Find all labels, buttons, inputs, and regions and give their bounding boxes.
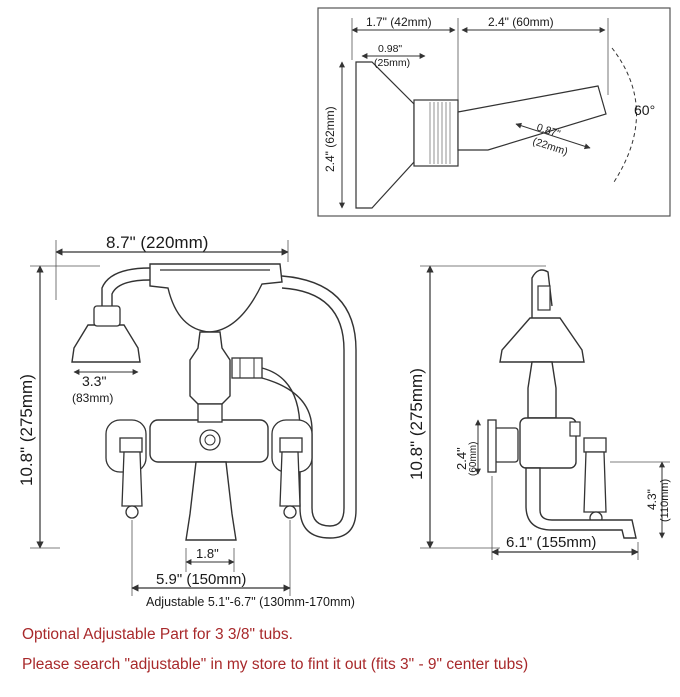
note-optional-part: Optional Adjustable Part for 3 3/8" tubs…	[22, 626, 293, 643]
front-label-head-mm: (83mm)	[72, 391, 113, 405]
front-handle-left	[119, 437, 143, 519]
side-body-column	[527, 361, 557, 419]
inset-angle-arc	[611, 47, 637, 183]
side-spout	[525, 467, 637, 539]
front-body-column	[189, 331, 231, 405]
front-label-centers: 5.9" (150mm)	[156, 571, 246, 588]
side-label-flange-mm: (60mm)	[468, 442, 479, 476]
front-label-spout: 1.8"	[196, 546, 219, 561]
front-hose	[261, 275, 357, 539]
side-label-height: 10.8" (275mm)	[407, 368, 426, 480]
inset-panel: 1.7" (42mm) 2.4" (60mm) 0.98" (25mm) 2.4…	[317, 7, 671, 217]
front-spout	[185, 461, 237, 541]
side-label-flange: 2.4"	[454, 447, 469, 470]
inset-label-collar-mm: (25mm)	[374, 57, 410, 69]
side-wall-flange	[493, 427, 519, 463]
side-label-spout-drop: 4.3"	[645, 489, 659, 510]
front-label-adjustable: Adjustable 5.1"-6.7" (130mm-170mm)	[146, 595, 355, 609]
front-label-width: 8.7" (220mm)	[106, 233, 208, 252]
front-label-height: 10.8" (275mm)	[17, 374, 36, 486]
side-label-depth: 6.1" (155mm)	[506, 534, 596, 551]
inset-dim-line-bore	[515, 122, 591, 150]
inset-label-angle: 60°	[634, 102, 655, 118]
front-shower-head	[71, 324, 141, 363]
front-label-head: 3.3"	[82, 373, 106, 389]
front-handset-cradle	[149, 263, 283, 333]
side-view: 10.8" (275mm) 2.4" (60mm) 4.3" (110mm)	[407, 265, 671, 560]
side-mixer-body	[519, 417, 577, 469]
side-handle	[583, 437, 607, 525]
side-shower-head	[499, 317, 585, 363]
note-search-store: Please search "adjustable" in my store t…	[22, 656, 529, 673]
inset-label-collar: 0.98"	[378, 43, 402, 55]
front-handle-right	[279, 437, 303, 519]
inset-label-width: 1.7" (42mm)	[366, 15, 432, 29]
side-label-spout-drop-mm: (110mm)	[659, 479, 671, 522]
inset-label-height: 2.4" (62mm)	[323, 106, 337, 172]
inset-collar	[413, 99, 459, 167]
inset-label-arm: 2.4" (60mm)	[488, 15, 554, 29]
side-cradle-hook	[531, 269, 553, 320]
front-view: 8.7" (220mm) 10.8" (275mm) 3.3" (83mm)	[17, 233, 357, 609]
